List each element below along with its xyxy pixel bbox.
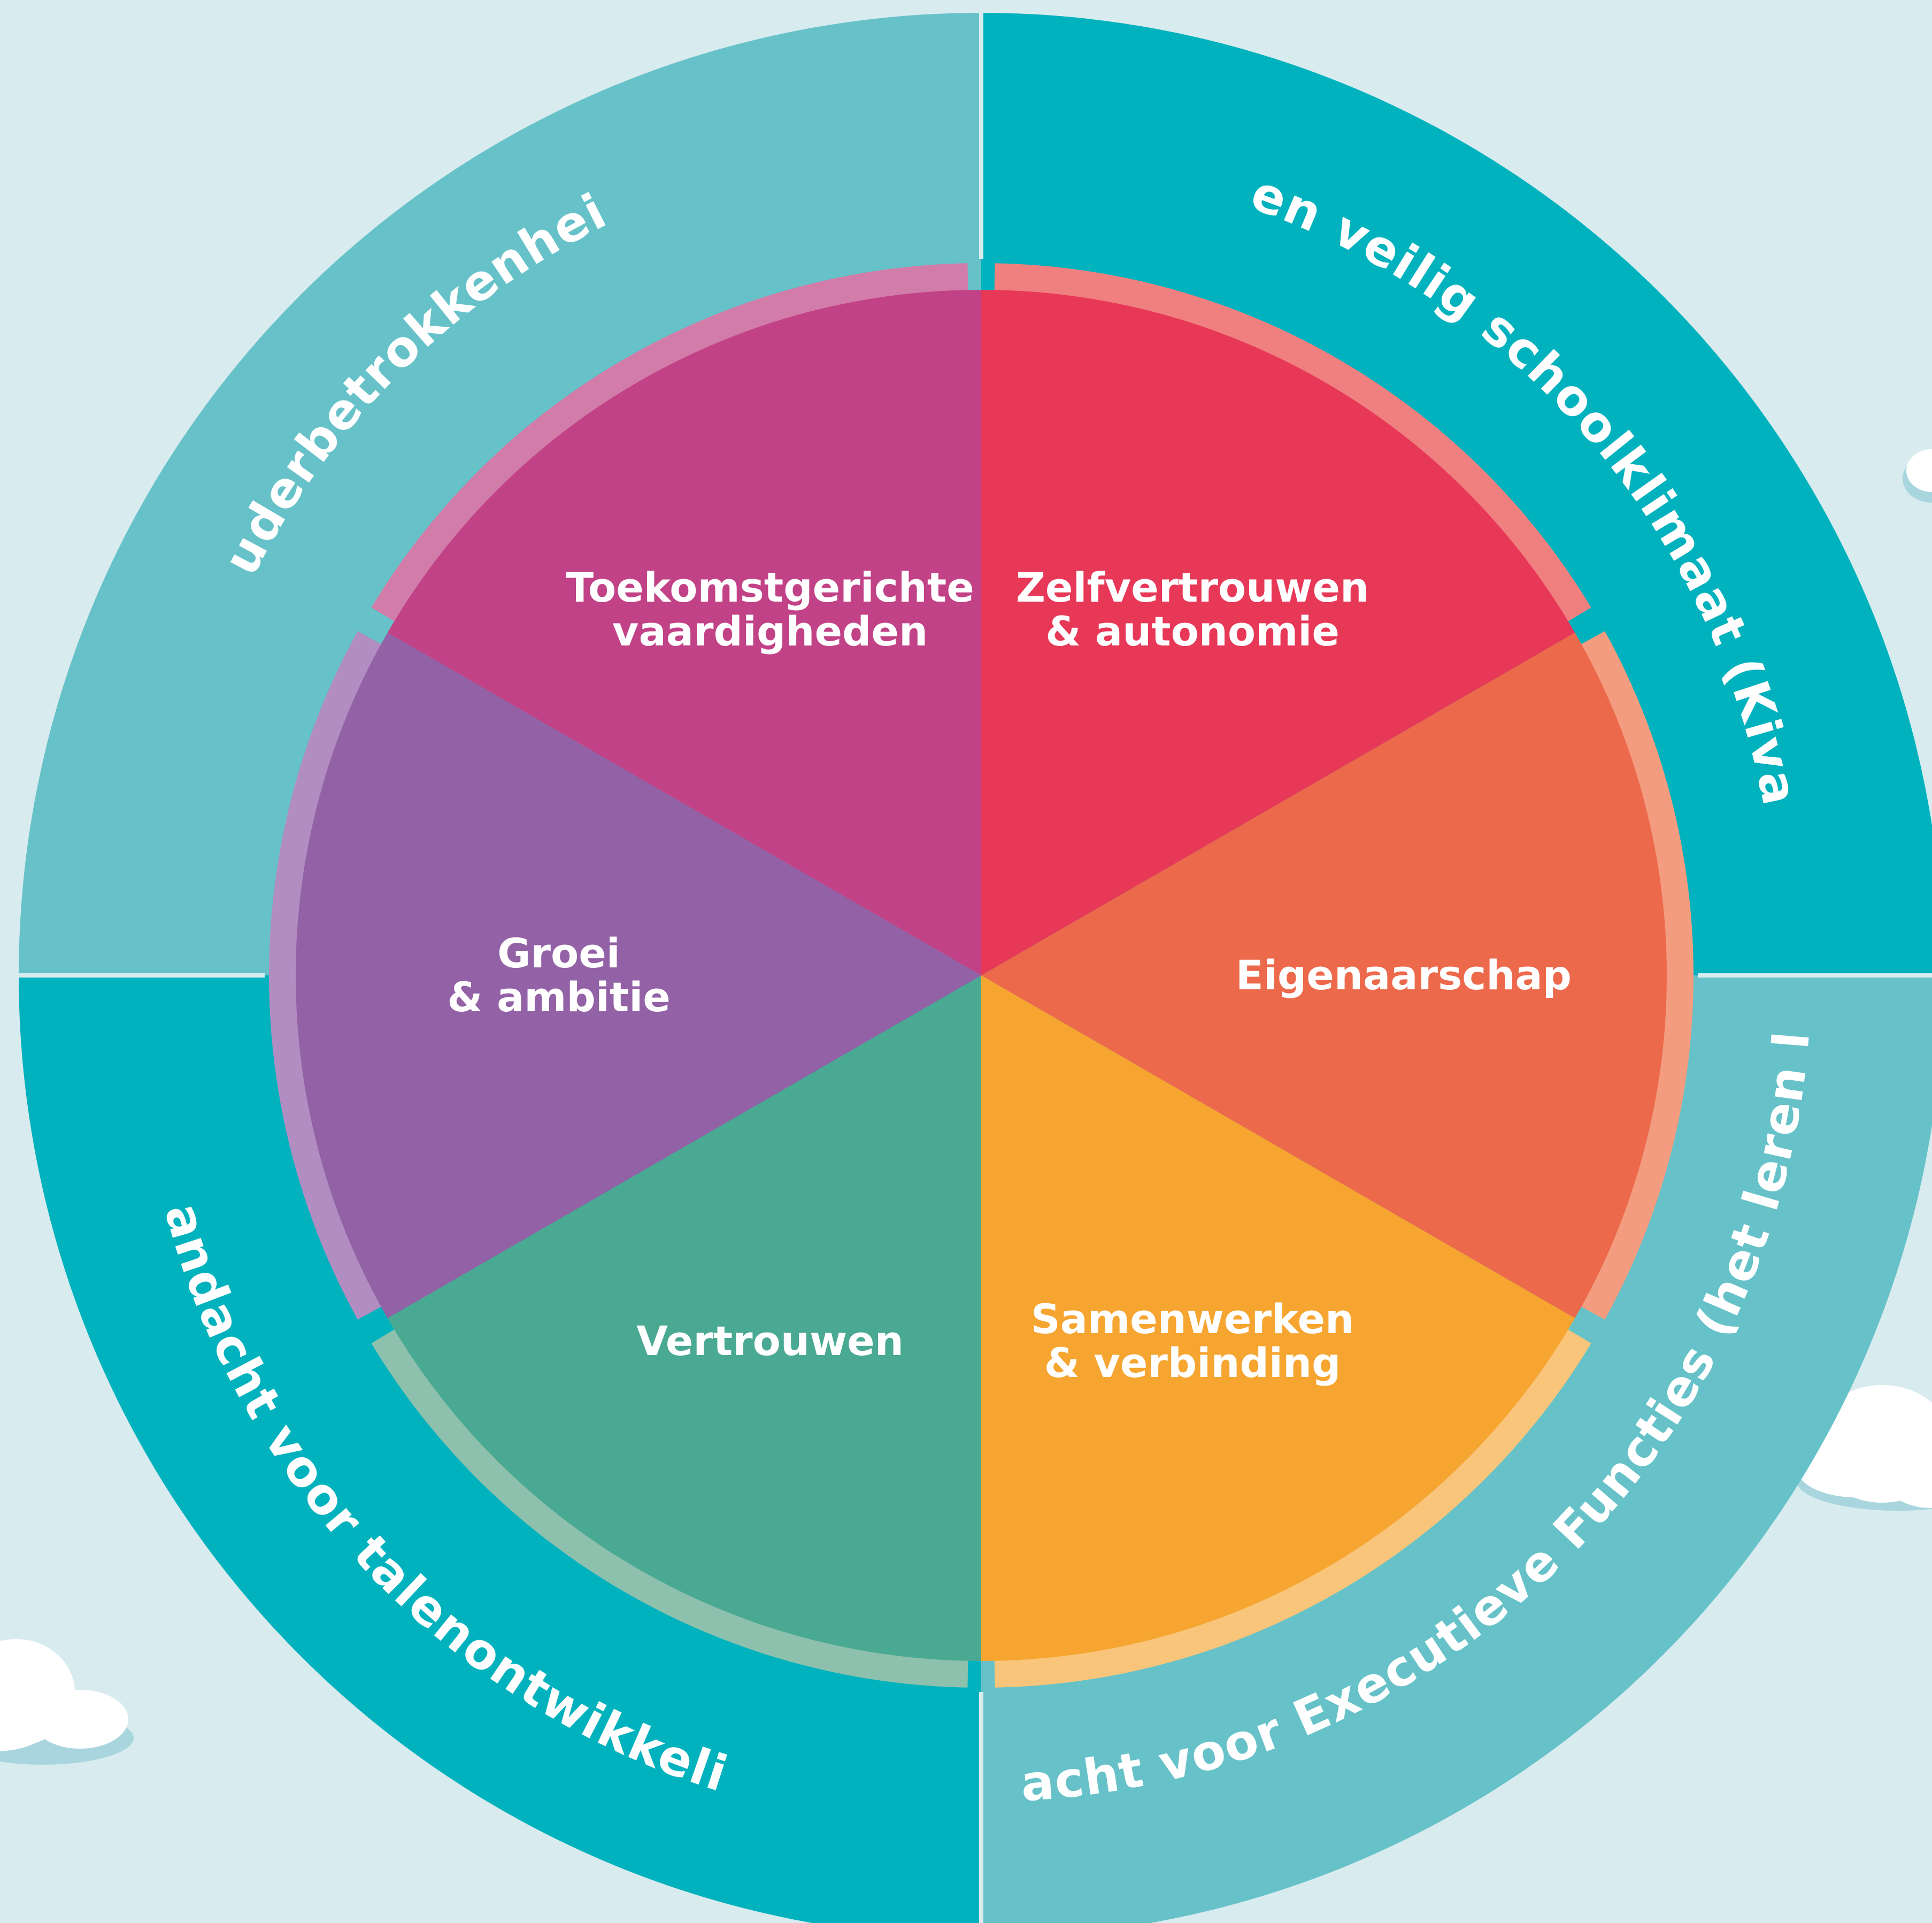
segment-label-samenwerken-and-verbinding-line-2: & verbinding: [1044, 1339, 1341, 1387]
rim-arc-groei-and-ambitie: [268, 631, 383, 1320]
cloud-right-top: [1903, 449, 1932, 503]
segment-groei-and-ambitie: [296, 633, 981, 1318]
segment-label-eigenaarschap-line-1: Eigenaarschap: [1236, 951, 1572, 999]
segment-vertrouwen: [387, 975, 982, 1661]
segment-zelfvertrouwen-and-autonomie: [981, 290, 1575, 975]
segment-label-groei-and-ambitie-line-2: & ambitie: [447, 973, 671, 1021]
rim-arc-vertrouwen: [371, 1328, 968, 1688]
segment-samenwerken-and-verbinding: [981, 975, 1575, 1661]
segment-label-groei-and-ambitie-line-1: Groei: [497, 929, 620, 977]
segment-label-zelfvertrouwen-and-autonomie-line-2: & autonomie: [1045, 607, 1340, 655]
segment-label-zelfvertrouwen-and-autonomie-line-1: Zelfvertrouwen: [1016, 564, 1369, 611]
cloud-left: [0, 1639, 134, 1765]
rim-arc-toekomstgerichte-vaardigheden: [371, 263, 968, 622]
rim-arc-samenwerken-and-verbinding: [994, 1328, 1591, 1688]
segment-label-toekomstgerichte-vaardigheden-line-2: vaardigheden: [612, 607, 928, 655]
rim-arc-eigenaarschap: [1579, 631, 1694, 1320]
segment-eigenaarschap: [981, 633, 1667, 1318]
rim-arc-zelfvertrouwen-and-autonomie: [994, 263, 1591, 622]
cloud-right: [1797, 1385, 1932, 1511]
segment-label-toekomstgerichte-vaardigheden-line-1: Toekomstgerichte: [566, 564, 974, 611]
segment-label-vertrouwen-line-1: Vertrouwen: [636, 1317, 904, 1365]
segment-label-samenwerken-and-verbinding-line-1: Samenwerken: [1031, 1295, 1354, 1343]
segment-toekomstgerichte-vaardigheden: [387, 290, 982, 975]
